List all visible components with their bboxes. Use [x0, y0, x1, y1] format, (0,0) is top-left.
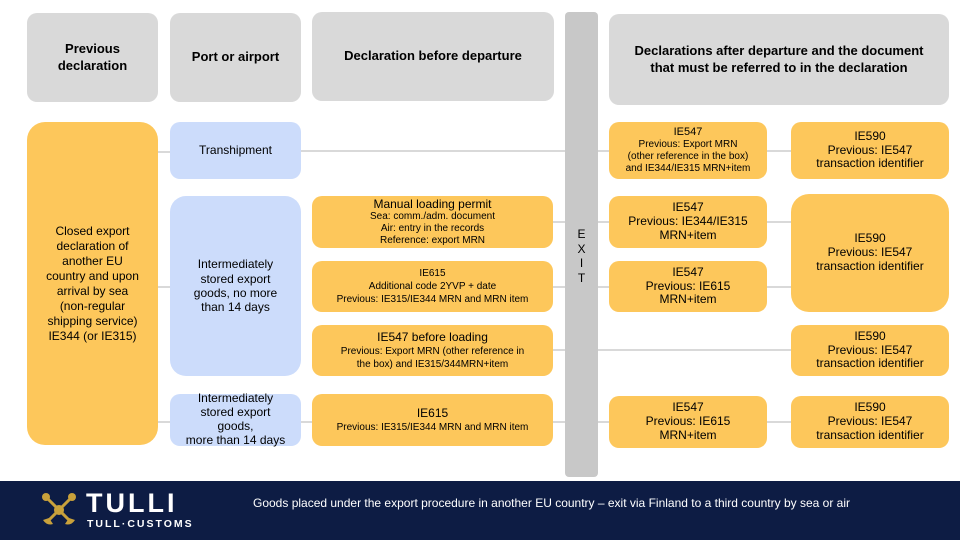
ie547-ie344-box: IE547 Previous: IE344/IE315 MRN+item — [609, 196, 767, 248]
ie590-box-stored: IE590 Previous: IE547 transaction identi… — [791, 194, 949, 312]
connector-line — [158, 421, 172, 423]
header-declarations-after-departure: Declarations after departure and the doc… — [609, 14, 949, 105]
connector-line — [300, 150, 610, 152]
connector-line — [767, 150, 791, 152]
exit-label: E X I T — [577, 227, 586, 285]
port-box-transhipment: Transhipment — [170, 122, 301, 179]
connector-line — [158, 151, 172, 153]
ie590-box-stored-more: IE590 Previous: IE547 transaction identi… — [791, 396, 949, 448]
tulli-logo-text: TULLI — [86, 488, 178, 518]
connector-line — [767, 421, 791, 423]
ie547-before-loading-box: IE547 before loading Previous: Export MR… — [312, 325, 553, 376]
connector-line — [767, 221, 791, 223]
ie547-export-mrn-box: IE547 Previous: Export MRN (other refere… — [609, 122, 767, 179]
ie590-box-transhipment: IE590 Previous: IE547 transaction identi… — [791, 122, 949, 179]
connector-line — [158, 286, 172, 288]
port-box-stored-more-than-14-days: Intermediately stored export goods, more… — [170, 392, 301, 447]
previous-declaration-box: Closed export declaration of another EU … — [27, 122, 158, 445]
ie590-box-before-loading: IE590 Previous: IE547 transaction identi… — [791, 325, 949, 376]
footer-bar: TULLI TULL·CUSTOMS Goods placed under th… — [0, 481, 960, 540]
connector-line — [300, 421, 314, 423]
ie547-ie615-box: IE547 Previous: IE615 MRN+item — [609, 261, 767, 312]
port-box-stored-no-more-than-14-days: Intermediately stored export goods, no m… — [170, 196, 301, 376]
manual-loading-permit-box: Manual loading permit Sea: comm./adm. do… — [312, 196, 553, 248]
header-port-or-airport: Port or airport — [170, 13, 301, 102]
connector-line — [552, 349, 792, 351]
connector-line — [767, 286, 791, 288]
ie615-box: IE615 Previous: IE315/IE344 MRN and MRN … — [312, 394, 553, 446]
header-declaration-before-departure: Declaration before departure — [312, 12, 554, 101]
tulli-logo-subtext: TULL·CUSTOMS — [87, 518, 194, 530]
tulli-emblem-icon — [42, 493, 76, 525]
exit-column: E X I T — [565, 12, 598, 477]
footer-caption: Goods placed under the export procedure … — [253, 496, 850, 510]
ie547-ie615-box-lower: IE547 Previous: IE615 MRN+item — [609, 396, 767, 448]
ie615-additional-code-box: IE615 Additional code 2YVP + date Previo… — [312, 261, 553, 312]
